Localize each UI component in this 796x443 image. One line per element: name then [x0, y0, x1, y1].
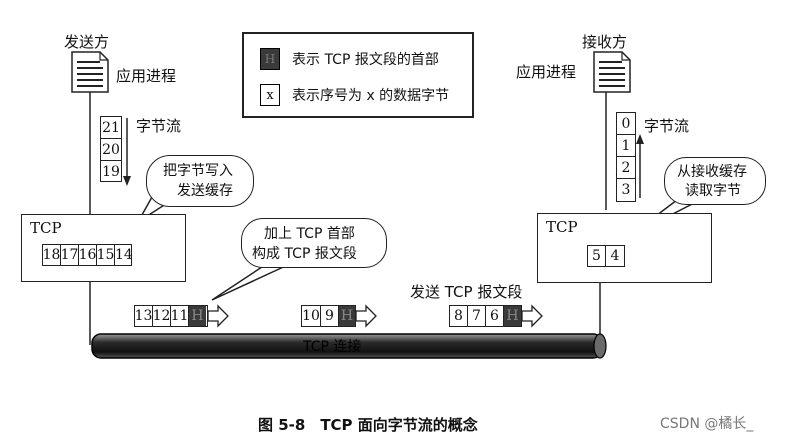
byte-cell: 13	[134, 306, 153, 326]
byte-cell: 19	[102, 164, 120, 180]
sender-callout-line-1: 把字节写入	[163, 163, 233, 179]
segment-arrow-2	[355, 304, 377, 328]
receiver-callout-line-1: 从接收缓存	[677, 164, 747, 180]
byte-cell: 5	[588, 246, 606, 266]
byte-cell: 18	[42, 245, 61, 265]
receiver-byte-stream-label: 字节流	[644, 117, 690, 135]
sender-send-buffer: 18 17 16 15 14	[42, 244, 133, 266]
receiver-callout-line-2: 读取字节	[685, 183, 741, 199]
segment-header-cell: H	[189, 306, 206, 326]
middle-callout-line-1: 加上 TCP 首部	[264, 226, 355, 242]
receiver-document-icon	[593, 51, 631, 93]
segment-header-cell: H	[504, 306, 521, 326]
receiver-app-process: 应用进程	[516, 63, 577, 81]
byte-cell: 2	[617, 157, 635, 179]
legend-header-row: H 表示 TCP 报文段的首部	[260, 48, 439, 70]
byte-cell: 4	[610, 248, 620, 264]
watermark: CSDN @橘长_	[660, 416, 754, 432]
receiver-title: 接收方	[582, 33, 628, 51]
legend-box: H 表示 TCP 报文段的首部 x 表示序号为 x 的数据字节	[242, 32, 474, 118]
segment-arrow-1	[207, 304, 229, 328]
receiver-receive-buffer: 5 4	[587, 245, 625, 267]
byte-cell: 12	[152, 306, 171, 326]
middle-callout-tail	[211, 262, 293, 301]
sender-stream-bytes: 21 20 19	[100, 116, 122, 182]
legend-byte-row: x 表示序号为 x 的数据字节	[260, 84, 449, 106]
byte-block-icon: x	[260, 84, 280, 106]
tcp-segment-2: 10 9 H	[301, 305, 356, 327]
receiver-callout: 从接收缓存 读取字节	[664, 157, 766, 205]
receiver-tcp-label: TCP	[546, 218, 578, 236]
segment-arrow-3	[521, 304, 543, 328]
sender-app-process: 应用进程	[116, 67, 177, 85]
connection-label: TCP 连接	[303, 339, 362, 355]
byte-cell: 15	[96, 245, 115, 265]
sender-callout-line-2: 发送缓存	[177, 183, 233, 199]
byte-cell: 10	[302, 306, 321, 326]
sender-byte-stream-label: 字节流	[136, 117, 182, 135]
sender-tcp-label: TCP	[30, 219, 62, 237]
byte-cell: 17	[60, 245, 79, 265]
sender-callout: 把字节写入 发送缓存	[146, 155, 254, 207]
pipe-end-cap	[593, 333, 607, 359]
byte-cell: 0	[617, 113, 635, 135]
receiver-stream-bytes: 0 1 2 3	[616, 112, 636, 202]
byte-cell: 14	[115, 247, 133, 263]
header-block-icon: H	[260, 48, 280, 70]
legend-header-text: 表示 TCP 报文段的首部	[292, 52, 439, 68]
sender-title: 发送方	[64, 33, 110, 51]
byte-cell: 16	[78, 245, 97, 265]
byte-cell: 11	[170, 306, 189, 326]
tcp-segment-3: 8 7 6 H	[449, 305, 522, 327]
figure-caption: 图 5-8 TCP 面向字节流的概念	[258, 416, 478, 434]
byte-cell: 9	[321, 306, 339, 326]
byte-cell: 20	[101, 139, 121, 161]
sender-document-icon	[71, 51, 109, 93]
byte-cell: 6	[486, 306, 504, 326]
segment-header-cell: H	[339, 306, 355, 326]
middle-callout: 加上 TCP 首部 构成 TCP 报文段	[241, 218, 387, 268]
byte-cell: 7	[468, 306, 486, 326]
send-segment-label: 发送 TCP 报文段	[410, 283, 523, 301]
byte-cell: 8	[450, 306, 468, 326]
byte-cell: 3	[621, 182, 631, 198]
byte-cell: 1	[617, 135, 635, 157]
legend-byte-text: 表示序号为 x 的数据字节	[292, 88, 450, 104]
byte-cell: 21	[101, 117, 121, 139]
tcp-segment-1: 13 12 11 H	[134, 305, 208, 327]
middle-callout-line-2: 构成 TCP 报文段	[252, 246, 357, 262]
